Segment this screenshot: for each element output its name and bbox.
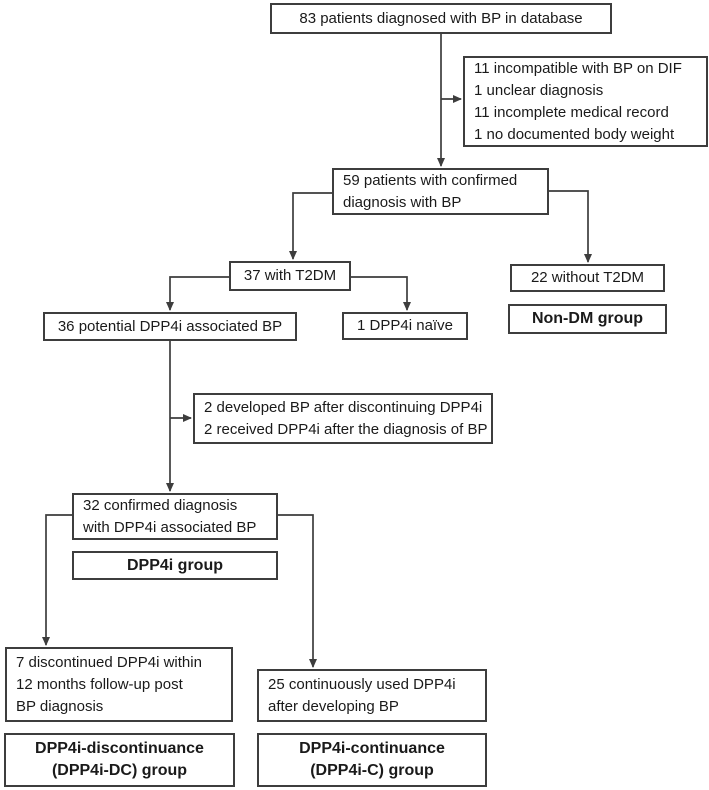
node-text-line: 7 discontinued DPP4i within [16,653,202,671]
node-discontinued: 7 discontinued DPP4i within 12 months fo… [5,647,233,722]
node-text-line: DPP4i group [126,556,223,574]
node-text-line: 11 incomplete medical record [474,103,669,121]
node-text-line: BP diagnosis [16,697,104,715]
node-text-line: 32 confirmed diagnosis [83,496,238,514]
node-text-line: with DPP4i associated BP [83,518,257,536]
edge-confirmed-to-t2dm [289,192,332,260]
edge-confirmed-to-nont2dm [549,190,592,263]
node-text-line: 25 continuously used DPP4i [268,675,456,693]
node-without-t2dm: 22 without T2DM [510,264,665,292]
node-text-line: 1 unclear diagnosis [474,81,604,99]
node-text-line: 59 patients with confirmed [343,171,518,189]
node-confirmed-bp: 59 patients with confirmed diagnosis wit… [332,168,549,215]
node-text-line: 83 patients diagnosed with BP in databas… [299,9,583,27]
edge-confirmed-dpp4i-to-discontinued [42,514,72,646]
node-text-line: (DPP4i-C) group [310,762,434,779]
node-text-line: 1 no documented body weight [474,125,675,143]
edge-t2dm-to-potential [166,276,229,311]
node-text-line: Non-DM group [531,310,644,327]
node-continued: 25 continuously used DPP4i after develop… [257,669,487,722]
node-text-line: (DPP4i-DC) group [51,762,188,779]
node-non-dm-group: Non-DM group [508,304,667,334]
node-potential-dpp4i: 36 potential DPP4i associated BP [43,312,297,341]
node-text-line: 36 potential DPP4i associated BP [57,317,283,335]
node-dpp4i-dc-group: DPP4i-discontinuance (DPP4i-DC) group [4,733,235,787]
node-text-line: 2 received DPP4i after the diagnosis of … [204,420,488,438]
node-patients-total: 83 patients diagnosed with BP in databas… [270,3,612,34]
node-text-line: 12 months follow-up post [16,675,183,693]
edge-confirmed-dpp4i-to-continued [278,514,317,668]
edge-t2dm-to-naive [351,276,411,311]
node-excluded-initial: 11 incompatible with BP on DIF 1 unclear… [463,56,708,147]
node-with-t2dm: 37 with T2DM [229,261,351,291]
node-dpp4i-c-group: DPP4i-continuance (DPP4i-C) group [257,733,487,787]
node-text-line: 11 incompatible with BP on DIF [474,59,682,77]
node-dpp4i-naive: 1 DPP4i naïve [342,312,468,340]
node-text-line: diagnosis with BP [343,193,462,211]
node-text-line: after developing BP [268,697,399,715]
node-text-line: 22 without T2DM [530,269,645,286]
node-text-line: DPP4i-continuance [299,740,445,757]
node-text-line: DPP4i-discontinuance [35,740,204,757]
node-text-line: 37 with T2DM [243,267,337,284]
node-confirmed-dpp4i: 32 confirmed diagnosis with DPP4i associ… [72,493,278,540]
node-text-line: 1 DPP4i naïve [357,317,453,334]
node-excluded-dpp4i: 2 developed BP after discontinuing DPP4i… [193,393,493,444]
node-dpp4i-group: DPP4i group [72,551,278,580]
node-text-line: 2 developed BP after discontinuing DPP4i [204,398,483,416]
